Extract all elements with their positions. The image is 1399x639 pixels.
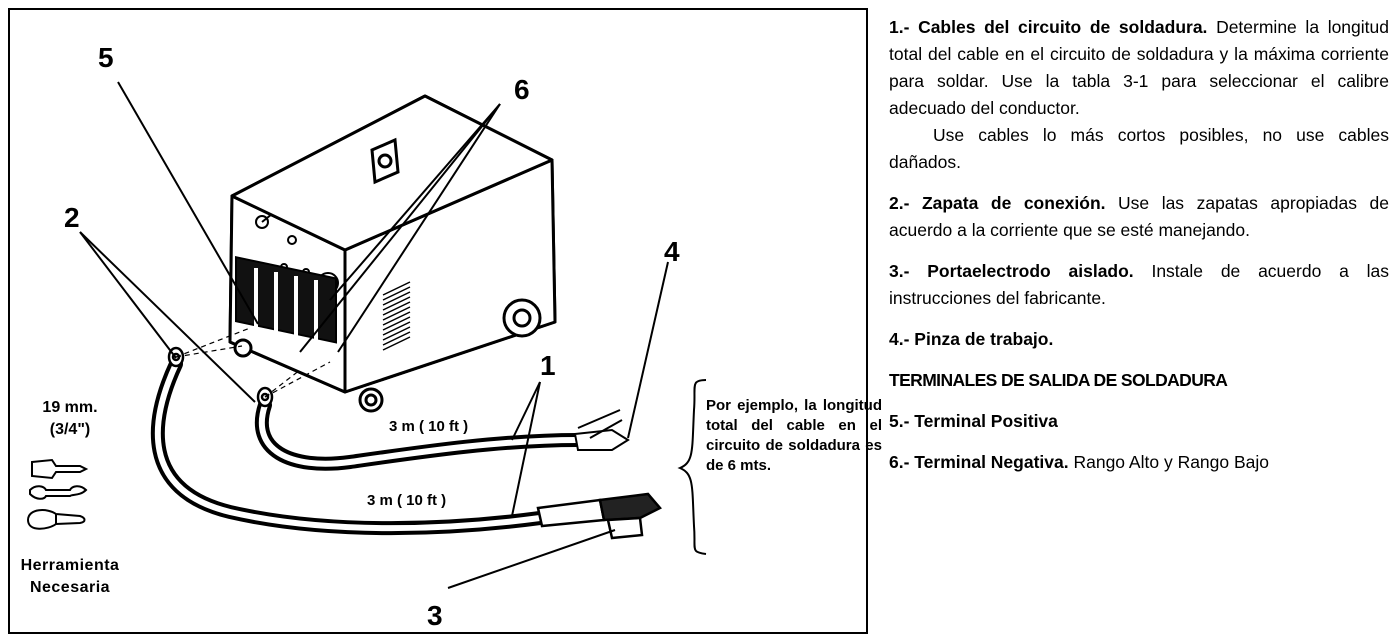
pliers-icon xyxy=(26,509,86,530)
note-brace xyxy=(677,379,707,555)
item-4: 4.- Pinza de trabajo. xyxy=(889,326,1389,353)
cable-length-lower: 3 m ( 10 ft ) xyxy=(367,492,447,509)
item-2: 2.- Zapata de conexión. Use las zapatas … xyxy=(889,190,1389,244)
item-3: 3.- Portaelectrodo aislado. Instale de a… xyxy=(889,258,1389,312)
welding-setup-illustration xyxy=(26,81,707,589)
item-2-body: Use las zapatas apropiadas de acuerdo a … xyxy=(889,193,1389,240)
callout-5: 5 xyxy=(98,42,114,73)
section-heading: TERMINALES DE SALIDA DE SOLDADURA xyxy=(889,370,1228,390)
item-1-body: Determine la longitud total del cable en… xyxy=(889,17,1389,118)
side-vents xyxy=(382,281,411,351)
item-5: 5.- Terminal Positiva xyxy=(889,408,1389,435)
cable-length-upper: 3 m ( 10 ft ) xyxy=(389,418,469,435)
example-note: Por ejemplo, la longitud total del cable… xyxy=(706,397,882,474)
item-6-body: Rango Alto y Rango Bajo xyxy=(1068,452,1270,472)
tools-label-line1: Herramienta xyxy=(20,557,120,574)
callout-4: 4 xyxy=(664,236,680,267)
wrench-icon xyxy=(29,485,88,500)
tools-label-line2: Necesaria xyxy=(29,579,111,596)
item-1-title: 1.- Cables del circuito de soldadura. xyxy=(889,17,1208,37)
item-6-title: 6.- Terminal Negativa. xyxy=(889,452,1069,472)
item-4-title: 4.- Pinza de trabajo. xyxy=(889,329,1054,349)
callout-2: 2 xyxy=(64,202,80,233)
item-1-extra: Use cables lo más cortos posibles, no us… xyxy=(889,125,1389,172)
item-1: 1.- Cables del circuito de soldadura. De… xyxy=(889,14,1389,122)
ring-lugs xyxy=(167,346,274,408)
lifting-eye xyxy=(370,137,400,185)
item-3-body: Instale de acuerdo a las instrucciones d… xyxy=(889,261,1389,308)
screwdriver-icon xyxy=(31,458,89,480)
instructions-column: 1.- Cables del circuito de soldadura. De… xyxy=(889,14,1389,490)
tool-size: 19 mm. xyxy=(42,399,98,416)
dashed-guides xyxy=(175,327,331,398)
leader-lines xyxy=(79,81,669,589)
item-3-title: 3.- Portaelectrodo aislado. xyxy=(889,261,1134,281)
terminal-bay xyxy=(235,255,337,344)
item-2-title: 2.- Zapata de conexión. xyxy=(889,193,1106,213)
electrode-holder xyxy=(536,492,662,540)
callout-6: 6 xyxy=(514,74,530,105)
cables xyxy=(150,357,585,536)
callout-3: 3 xyxy=(427,600,443,631)
item-5-title: 5.- Terminal Positiva xyxy=(889,411,1058,431)
work-clamp xyxy=(573,409,630,451)
tool-size-inches: (3/4") xyxy=(49,421,91,438)
figure-panel xyxy=(8,8,868,634)
callout-1: 1 xyxy=(540,350,556,381)
wheels xyxy=(233,298,542,413)
item-6: 6.- Terminal Negativa. Rango Alto y Rang… xyxy=(889,449,1389,476)
